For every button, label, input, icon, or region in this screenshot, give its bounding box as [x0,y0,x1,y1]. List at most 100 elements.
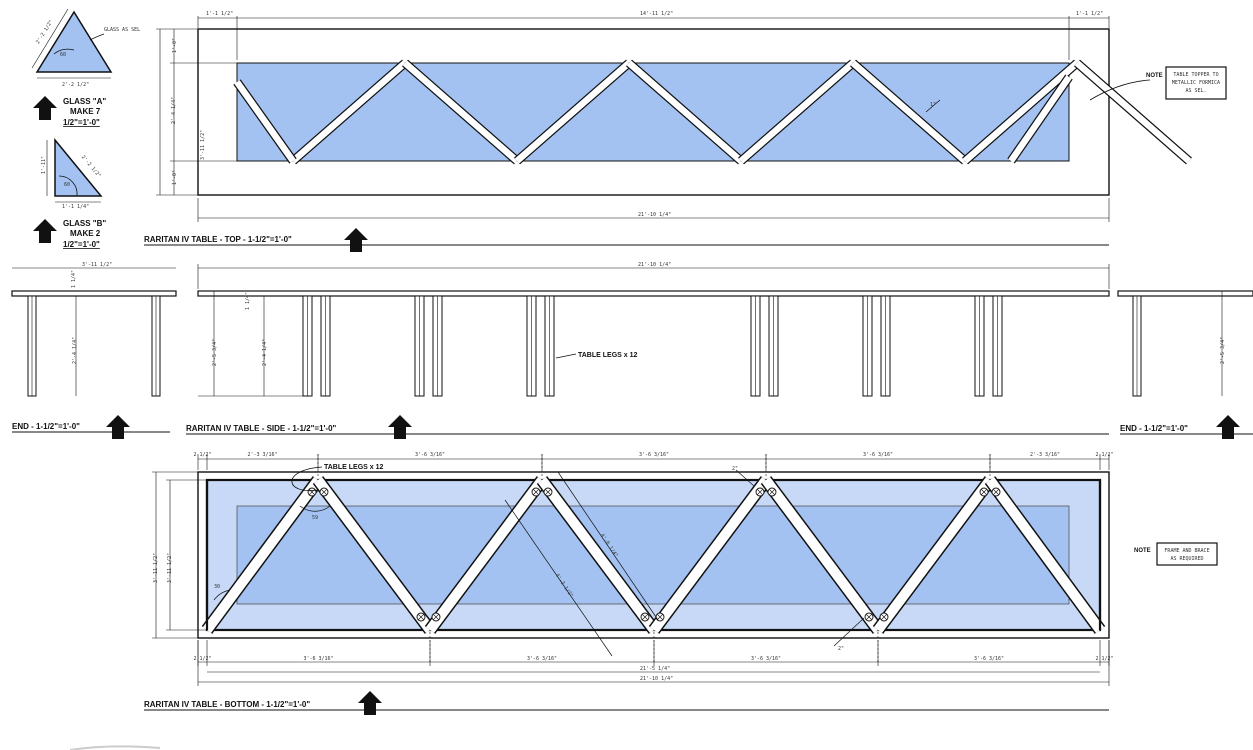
bottom-legs-label: TABLE LEGS x 12 [324,464,383,471]
top-view: 1'-1 1/2" 14'-11 1/2" 1'-1 1/2" 3'-11 1/… [144,11,1227,252]
paper-curl [69,745,161,750]
bottom-note-line-1: FRAME AND BRACE [1164,548,1209,554]
top-dim-overall: 21'-10 1/4" [638,212,671,218]
bottom-brace-fill [313,477,435,633]
glass-a-make: MAKE 7 [70,107,101,116]
bottom-dim-inner: 21'-5 1/4" [640,666,670,672]
leg-bolt-mark [980,488,988,496]
bottom-top-dim: 3'-6 3/16" [639,452,669,458]
bottom-brace-fill [649,477,771,633]
end-right-top [1117,290,1253,297]
leg-bolt-mark [756,488,764,496]
leg-bolt-mark [656,613,664,621]
bottom-bottom-dim: 3'-6 3/16" [974,656,1004,662]
glass-b-scale: 1/2"=1'-0" [63,240,100,249]
glass-b-title: GLASS "B" [63,219,106,228]
leg-bolt-mark [992,488,1000,496]
top-dim-h-bot: 1'-0" [172,170,178,185]
side-dim-leg: 2'-4 1/4" [262,339,268,366]
leg-bolt-mark [320,488,328,496]
top-brace-fill [514,60,632,164]
bottom-small-dim-2: 2" [732,466,738,472]
bottom-small-dim: 2" [838,646,844,652]
end-left-dim-w: 3'-11 1/2" [82,262,112,268]
glass-a-detail: 60 2'-2 1/2" 2'-2 1/2" GLASS AS SEL GLAS… [31,8,140,127]
bottom-note-box [1156,542,1218,566]
top-brace-fill [1008,75,1072,163]
top-dim-left: 1'-1 1/2" [206,11,233,17]
bottom-glass-outline [236,505,1070,605]
end-left-dim-h: 2'-4 1/4" [72,337,78,364]
end-view-right: 2'-5 3/4" END - 1-1/2"=1'-0" [1117,290,1253,439]
top-note-line-2: METALLIC FORMICA [1172,80,1220,86]
bottom-bottom-dim: 2 1/2" [193,656,211,662]
side-legs [302,295,1003,397]
end-right-dim-h: 2'-5 3/4" [1220,337,1226,364]
end-left-dim-top: 1 1/4" [71,270,77,288]
glass-b-angle: 60 [64,182,70,188]
glass-a-dim-base: 2'-2 1/2" [62,82,89,88]
bottom-bottom-dim: 3'-6 3/16" [751,656,781,662]
bottom-top-dims: 2 1/2"2'-3 3/16"3'-6 3/16"3'-6 3/16"3'-6… [193,452,1114,478]
top-brace-fill [234,80,296,163]
bottom-view-title: RARITAN IV TABLE - BOTTOM - 1-1/2"=1'-0" [144,700,310,709]
bottom-view: 2 1/2" 2'-3 3/16" 3'-6 3/16" 3'-6 3/16" 3'-6… [144,452,1218,715]
bottom-dim-h-inner: 3'-11 1/2" [167,553,173,583]
top-note-label: NOTE [1146,73,1163,79]
top-note-line-1: TABLE TOPPER TO [1173,72,1218,78]
bottom-top-dim: 3'-6 3/16" [415,452,445,458]
top-brace-fill [290,60,408,164]
top-brace-fill [402,60,520,164]
leg-bolt-mark [768,488,776,496]
top-note-line-3: AS SEL. [1185,88,1206,94]
leg-bolt-mark [865,613,873,621]
top-dim-middle: 14'-11 1/2" [640,11,673,17]
bottom-brace-fill [425,477,547,633]
bottom-angle-b: 59 [312,515,318,521]
side-top [197,290,1110,297]
top-dim-right: 1'-1 1/2" [1076,11,1103,17]
bottom-brace-fill [873,477,995,633]
side-dim-h: 2'-5 3/4" [212,339,218,366]
glass-b-triangle [54,137,103,197]
glass-a-scale: 1/2"=1'-0" [63,118,100,127]
top-brace-fill [1074,60,1192,164]
top-view-title: RARITAN IV TABLE - TOP - 1-1/2"=1'-0" [144,235,292,244]
end-view-left: 3'-11 1/2" 2'-4 1/4" 1 1/4" END - 1-1/2"… [11,262,177,439]
leg-bolt-mark [544,488,552,496]
glass-a-dim-side: 2'-2 1/2" [35,19,54,45]
bottom-angle-a: 30 [214,584,220,590]
bottom-dim-overall: 21'-10 1/4" [640,676,673,682]
bottom-braces [201,476,1106,634]
glass-b-dim-base: 1'-1 1/4" [62,204,89,210]
top-dim-h-mid: 2'-4 1/4" [171,97,177,124]
bottom-bottom-dim: 3'-6 3/16" [527,656,557,662]
end-left-title: END - 1-1/2"=1'-0" [12,422,80,431]
side-dim-w: 21'-10 1/4" [638,262,671,268]
bottom-top-dim: 2'-3 3/16" [1030,452,1060,458]
bottom-brace-fill [537,477,659,633]
leg-bolt-mark [417,613,425,621]
bottom-note-label: NOTE [1134,548,1151,554]
leg-bolt-mark [532,488,540,496]
side-view-title: RARITAN IV TABLE - SIDE - 1-1/2"=1'-0" [186,424,337,433]
top-brace-fill [626,60,744,164]
glass-a-angle: 60 [60,52,66,58]
glass-a-triangle [35,10,113,73]
top-brace-fill [738,60,856,164]
glass-b-detail: 60 1'-11" 1'-1 1/4" 2'-2 1/2" GLASS "B" … [33,137,106,249]
top-dim-h-top: 1'-0" [172,38,178,53]
glass-b-make: MAKE 2 [70,229,101,238]
bottom-note-line-2: AS REQUIRED [1170,556,1203,562]
top-brace-fill [962,60,1080,164]
leg-bolt-mark [432,613,440,621]
bottom-bottom-dim: 3'-6 3/16" [303,656,333,662]
top-braces [233,59,1192,165]
bottom-top-dim: 2 1/2" [193,452,211,458]
top-brace-fill [850,60,968,164]
leg-bolt-mark [308,488,316,496]
bottom-top-dim: 2'-3 3/16" [247,452,277,458]
bottom-bottom-dim: 2 1/2" [1095,656,1113,662]
side-dim-top: 1 1/4" [245,292,251,310]
